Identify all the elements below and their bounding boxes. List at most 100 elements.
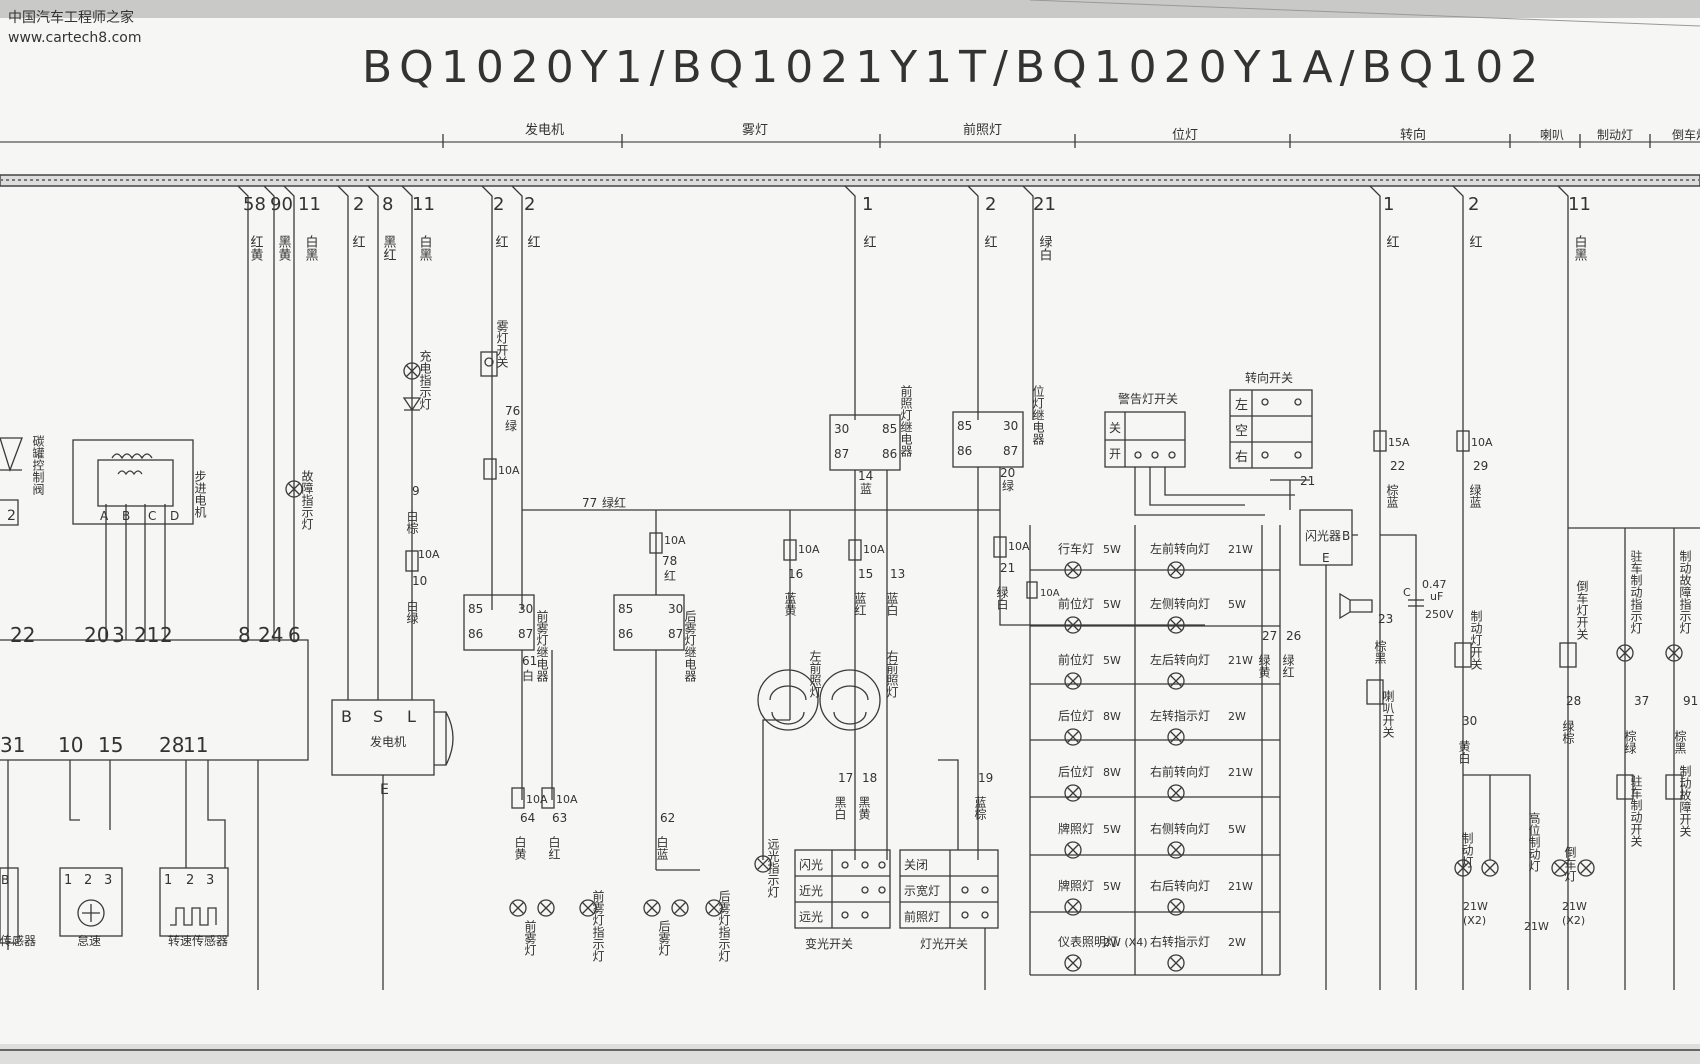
generator-label: 发电机	[370, 734, 406, 749]
flasher: 闪光器 B E 21	[1270, 474, 1358, 990]
svg-text:S: S	[373, 707, 383, 726]
svg-text:棕蓝: 棕蓝	[1385, 483, 1399, 508]
svg-text:蓝: 蓝	[860, 482, 872, 496]
svg-text:61: 61	[522, 654, 537, 668]
svg-text:(X2): (X2)	[1562, 914, 1585, 927]
svg-text:3: 3	[206, 873, 214, 888]
lamp-left-watt: 5W	[1103, 543, 1121, 556]
headlamp-wiring: 10A 10A 10A	[762, 467, 1205, 860]
bulb-icon	[1167, 561, 1185, 579]
hazard-switch: 关 开 警告灯开关	[1104, 391, 1295, 516]
svg-text:绿白: 绿白	[995, 585, 1009, 610]
svg-text:85: 85	[882, 422, 897, 436]
svg-text:白蓝: 白蓝	[655, 835, 669, 860]
svg-text:23: 23	[1378, 612, 1393, 626]
svg-text:喇叭开关: 喇叭开关	[1381, 689, 1395, 738]
svg-text:78: 78	[662, 554, 677, 568]
svg-text:1: 1	[64, 873, 72, 888]
svg-text:制动故障指示灯: 制动故障指示灯	[1678, 550, 1692, 635]
svg-text:2: 2	[1468, 194, 1479, 215]
svg-text:10A: 10A	[526, 793, 548, 806]
svg-text:远光: 远光	[799, 910, 823, 924]
svg-text:87: 87	[1003, 444, 1018, 458]
lamp-right-label: 右侧转向灯	[1150, 821, 1210, 836]
ecu-connector-left: 31 10 15 28 11	[0, 733, 259, 990]
svg-text:后雾灯继电器: 后雾灯继电器	[683, 610, 697, 683]
svg-text:15: 15	[98, 733, 123, 757]
svg-text:85: 85	[468, 602, 483, 616]
charge-lamp: 充电指示灯 10A	[402, 349, 440, 572]
lamp-table	[1029, 525, 1281, 976]
svg-text:后雾灯: 后雾灯	[657, 920, 671, 957]
svg-text:21W: 21W	[1463, 900, 1488, 913]
left-sensor: B 传感器	[0, 867, 36, 948]
svg-text:30: 30	[1003, 419, 1018, 433]
svg-text:2: 2	[160, 623, 173, 647]
svg-text:红: 红	[525, 234, 541, 248]
svg-text:10A: 10A	[1471, 436, 1493, 449]
lamp-left-watt: 5W	[1103, 654, 1121, 667]
svg-text:86: 86	[882, 447, 897, 461]
section-headlamp: 前照灯	[963, 122, 1002, 138]
lamp-right-label: 左转指示灯	[1150, 708, 1210, 723]
svg-text:10A: 10A	[798, 543, 820, 556]
light-switch: 关闭 示宽灯 前照灯 灯光开关	[899, 759, 999, 990]
bulb-icon	[1064, 954, 1082, 972]
svg-text:前照灯: 前照灯	[904, 909, 940, 924]
rear-fog-relay: 85 30 86 87 后雾灯继电器	[613, 594, 697, 683]
svg-text:右前照灯: 右前照灯	[885, 649, 899, 699]
svg-text:绿白: 绿白	[1037, 235, 1053, 261]
svg-text:10A: 10A	[1008, 540, 1030, 553]
lamp-left-label: 牌照灯	[1058, 822, 1094, 836]
diagram-title: BQ1020Y1/BQ1021Y1T/BQ1020Y1A/BQ102	[362, 42, 1545, 93]
bulb-icon	[1167, 728, 1185, 746]
tach-sensor: 1 2 3 转速传感器	[159, 867, 229, 948]
svg-text:26: 26	[1286, 629, 1301, 643]
dimmer-switch: 闪光 近光 远光 变光开关	[794, 849, 891, 951]
svg-text:31: 31	[0, 733, 25, 757]
svg-text:2: 2	[84, 873, 92, 888]
svg-text:E: E	[1322, 551, 1330, 565]
svg-text:雾灯开关: 雾灯开关	[495, 320, 509, 368]
svg-text:2: 2	[353, 194, 364, 215]
svg-text:21W: 21W	[1562, 900, 1587, 913]
fog-switch: 雾灯开关 10A	[480, 320, 520, 480]
section-turn: 转向	[1400, 127, 1426, 143]
bulb-icon	[1064, 784, 1082, 802]
svg-text:红: 红	[350, 234, 366, 248]
lamp-left-label: 行车灯	[1058, 541, 1094, 556]
svg-text:制动灯开关: 制动灯开关	[1469, 610, 1483, 670]
fog-lamps: 前雾灯 前雾灯指示灯 后雾灯 后雾灯指示灯	[509, 889, 731, 963]
svg-text:87: 87	[518, 627, 533, 641]
lamp-left-label: 牌照灯	[1058, 879, 1094, 893]
section-generator: 发电机	[525, 122, 564, 138]
svg-text:红: 红	[861, 234, 877, 248]
svg-text:左前照灯: 左前照灯	[808, 649, 822, 699]
svg-text:白黑: 白黑	[303, 234, 319, 262]
svg-text:绿: 绿	[505, 418, 517, 433]
svg-text:关闭: 关闭	[904, 858, 928, 872]
svg-text:15: 15	[858, 567, 873, 581]
front-fog-relay: 85 30 86 87 前雾灯继电器	[463, 594, 549, 683]
svg-text:22: 22	[1390, 459, 1405, 473]
svg-text:86: 86	[618, 627, 633, 641]
svg-text:前雾灯指示灯: 前雾灯指示灯	[591, 889, 605, 963]
svg-text:闪光: 闪光	[799, 858, 823, 872]
svg-text:红: 红	[493, 234, 509, 248]
generator: B S L E 发电机	[331, 699, 454, 990]
lamp-right-label: 左后转向灯	[1150, 652, 1210, 667]
svg-text:87: 87	[834, 447, 849, 461]
svg-text:蓝白: 蓝白	[885, 592, 899, 616]
svg-text:绿蓝: 绿蓝	[1468, 483, 1482, 508]
bulb-icon	[1167, 954, 1185, 972]
svg-text:63: 63	[552, 811, 567, 825]
svg-text:传感器: 传感器	[0, 933, 36, 948]
reverse-section: 倒车灯开关 倒车灯 21W (X2) 驻车制动指示灯 驻车制动开关 制动故障指示…	[1551, 527, 1700, 990]
svg-text:B: B	[122, 509, 130, 523]
svg-text:绿: 绿	[1002, 478, 1014, 493]
top-wire-colors: 红黄 黑黄 白黑 红 黑红 白黑 红 红 红 红 绿白 红 红 白黑	[248, 234, 1588, 262]
lamp-left-watt: 2W (X4)	[1103, 936, 1148, 949]
svg-text:58: 58	[243, 194, 266, 215]
bulb-icon	[1064, 898, 1082, 916]
